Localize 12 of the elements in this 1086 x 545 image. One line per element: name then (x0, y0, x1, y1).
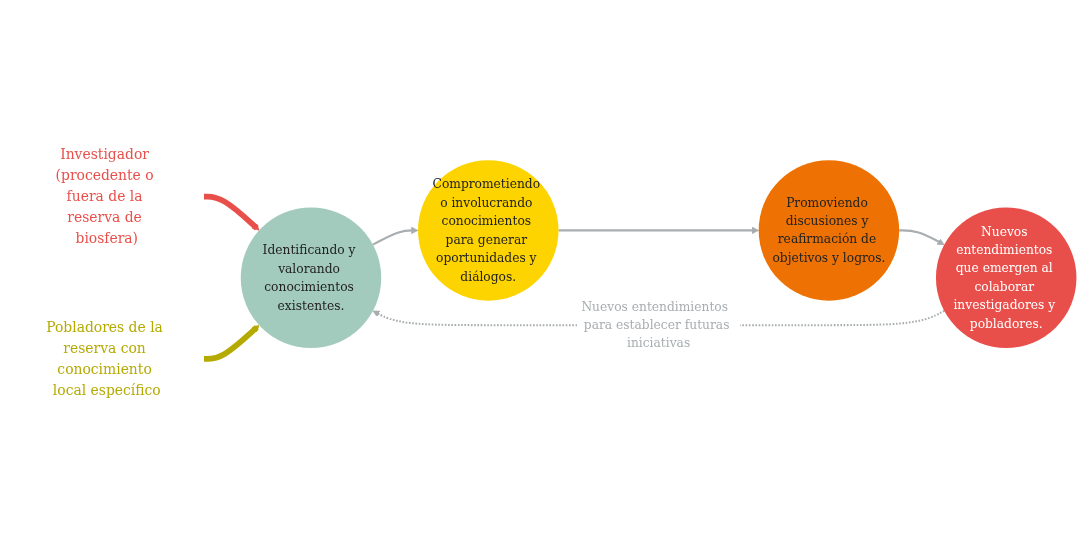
arrow (372, 226, 419, 246)
arrow (203, 193, 260, 231)
node-circle: Comprometiendo o involucrando conocimientos para generar oportunidades y diálogos. (418, 160, 559, 301)
arrow (203, 324, 260, 362)
node-text: Pobladores de la reserva con conocimiento local específico (46, 318, 163, 398)
node-text: Investigador (procedente o fuera de la reserva de biosfera) (55, 146, 154, 246)
node-circle: Nuevos entendimientos que emergen al colaborar investigadores y pobladores. (935, 207, 1077, 348)
node-circle: Identificando y valorando conocimientos existentes. (240, 207, 382, 348)
arrow (558, 226, 759, 234)
edge-label: Nuevos entendimientos para establecer futuras iniciativas (581, 299, 730, 351)
node-circle: Promoviendo discusiones y reafirmación de objetivos y logros. (758, 160, 900, 301)
arrow (899, 229, 945, 245)
